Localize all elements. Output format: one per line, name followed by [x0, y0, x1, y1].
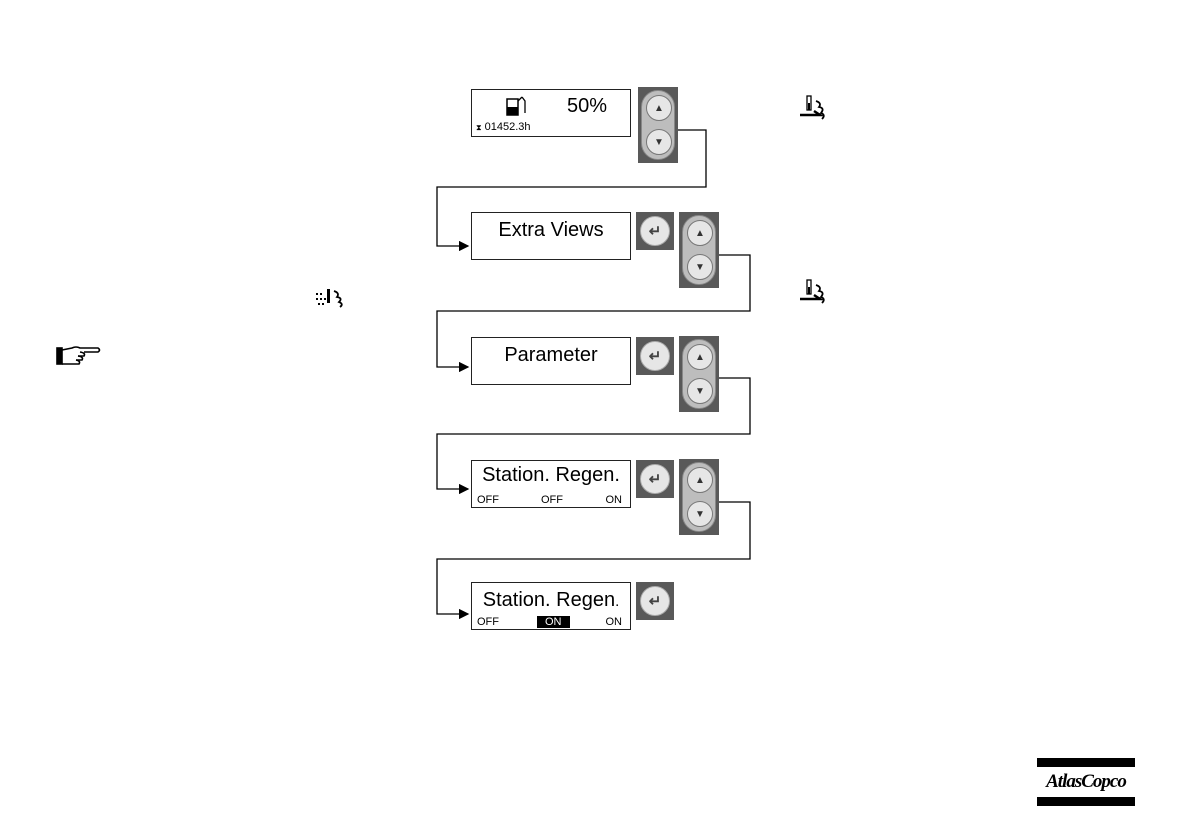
option-left: OFF: [477, 494, 499, 506]
arrow-down-icon: ▼: [654, 137, 664, 148]
enter-button[interactable]: ↵: [636, 460, 674, 498]
regeneration-icon: [798, 279, 828, 305]
enter-return-icon: ↵: [649, 592, 662, 610]
screen-title: Parameter: [472, 344, 630, 366]
operating-hours: ⧗01452.3h: [476, 121, 531, 134]
extra-views-display: Extra Views: [471, 212, 631, 260]
enter-button[interactable]: ↵: [636, 337, 674, 375]
regen-options: OFF OFF ON: [477, 494, 622, 506]
arrow-down-icon: ▼: [695, 262, 705, 273]
nav-buttons-main: ▲ ▼: [638, 87, 678, 163]
screen-title: Station. Regen.: [472, 464, 630, 486]
arrow-up-button[interactable]: ▲: [687, 220, 713, 246]
option-selected: ON: [537, 616, 570, 628]
nav-buttons-parameter: ▲ ▼: [679, 336, 719, 412]
arrow-down-button[interactable]: ▼: [646, 129, 672, 155]
station-regen-on-display: Station. Regen. OFF ON ON: [471, 582, 631, 630]
option-left: OFF: [477, 616, 499, 628]
arrow-up-icon: ▲: [695, 352, 705, 363]
atlas-copco-logo: AtlasCopco: [1037, 758, 1135, 806]
regeneration-icon: [798, 95, 828, 121]
arrow-down-button[interactable]: ▼: [687, 254, 713, 280]
arrow-up-button[interactable]: ▲: [687, 467, 713, 493]
regen-options: OFF ON ON: [477, 616, 622, 628]
arrow-down-icon: ▼: [695, 509, 705, 520]
enter-button[interactable]: ↵: [636, 582, 674, 620]
arrow-up-icon: ▲: [695, 228, 705, 239]
arrow-down-button[interactable]: ▼: [687, 378, 713, 404]
hourglass-icon: ⧗: [476, 123, 482, 132]
arrow-up-button[interactable]: ▲: [687, 344, 713, 370]
pointing-hand-icon: [56, 344, 102, 368]
level-percent: 50%: [567, 95, 607, 117]
arrow-up-button[interactable]: ▲: [646, 95, 672, 121]
regeneration-dots-icon: [314, 287, 346, 309]
arrow-down-icon: ▼: [695, 386, 705, 397]
arrow-up-icon: ▲: [654, 103, 664, 114]
main-display: 50% ⧗01452.3h: [471, 89, 631, 137]
option-right: ON: [606, 616, 623, 628]
enter-button[interactable]: ↵: [636, 212, 674, 250]
nav-buttons-extra-views: ▲ ▼: [679, 212, 719, 288]
enter-return-icon: ↵: [649, 222, 662, 240]
screen-title: Station. Regen.: [472, 589, 630, 613]
enter-return-icon: ↵: [649, 347, 662, 365]
nav-buttons-regen: ▲ ▼: [679, 459, 719, 535]
fuel-tank-icon: [506, 95, 528, 117]
arrow-down-button[interactable]: ▼: [687, 501, 713, 527]
option-middle: OFF: [541, 494, 563, 506]
parameter-display: Parameter: [471, 337, 631, 385]
arrow-up-icon: ▲: [695, 475, 705, 486]
enter-return-icon: ↵: [649, 470, 662, 488]
logo-text: AtlasCopco: [1037, 772, 1135, 792]
option-right: ON: [606, 494, 623, 506]
station-regen-off-display: Station. Regen. OFF OFF ON: [471, 460, 631, 508]
screen-title: Extra Views: [472, 219, 630, 241]
